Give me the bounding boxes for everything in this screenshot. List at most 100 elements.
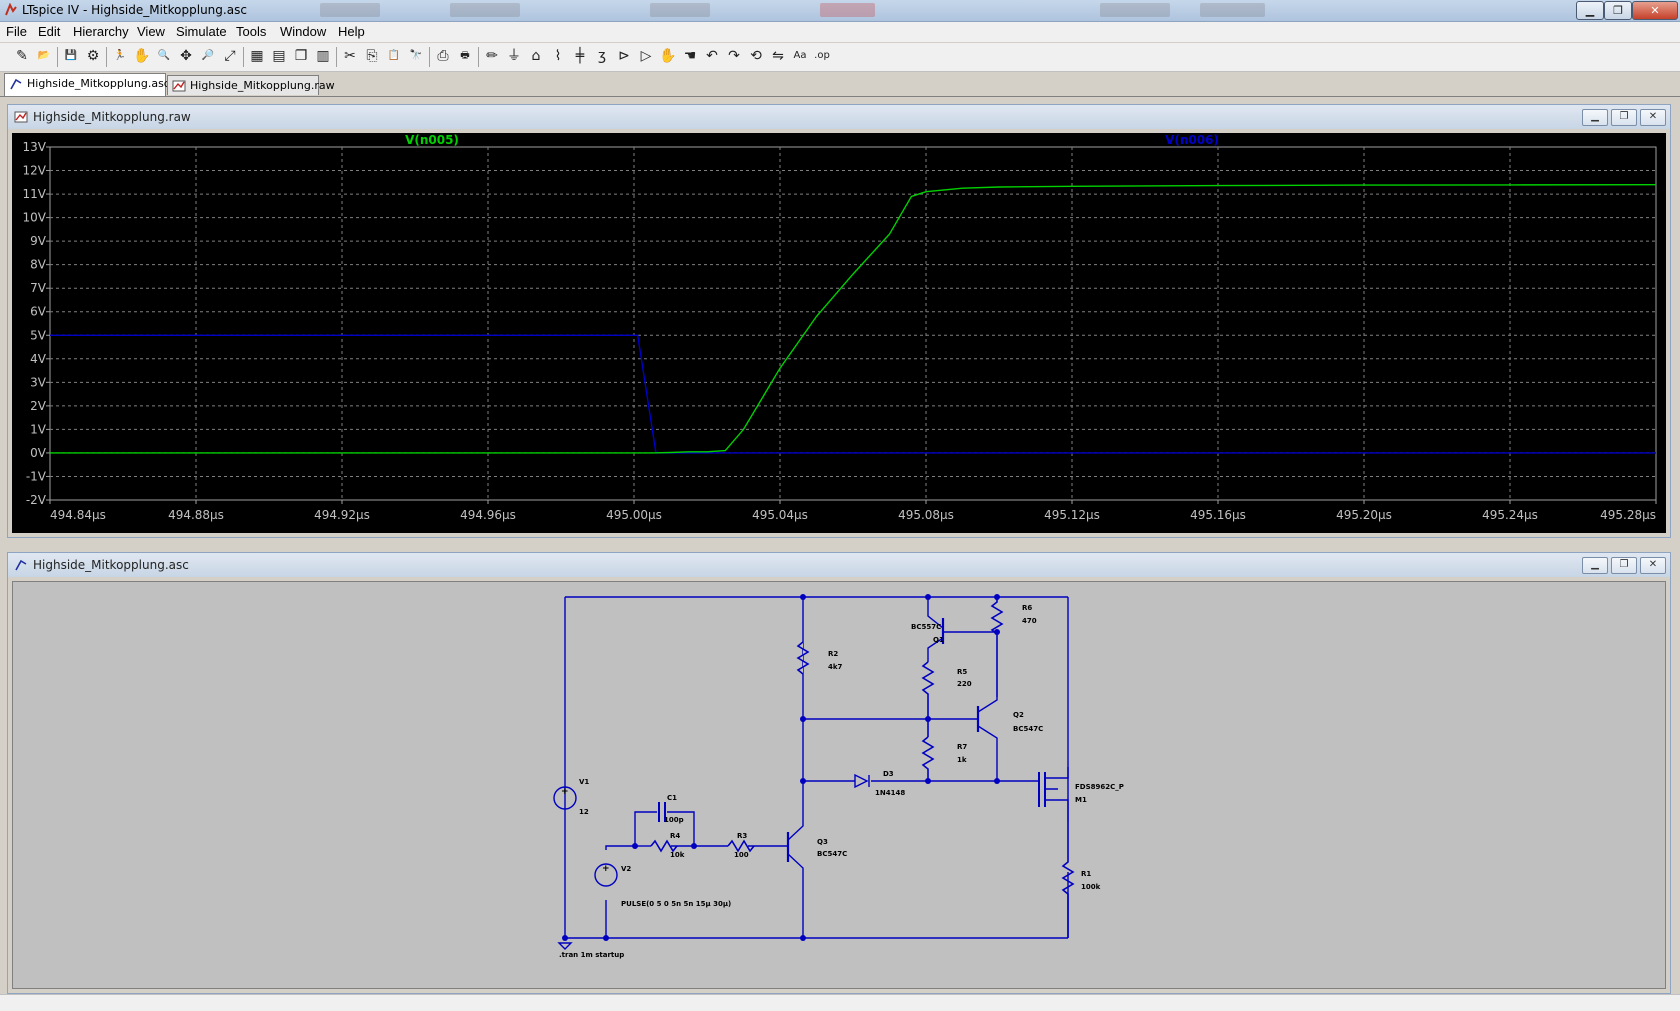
r6-resistor[interactable]: [990, 597, 1004, 697]
r1-resistor[interactable]: [1061, 822, 1075, 938]
resistor-icon[interactable]: ⌇: [554, 48, 562, 64]
tab-schematic[interactable]: Highside_Mitkopplung.asc: [4, 73, 170, 96]
new-schematic-icon[interactable]: ✎: [16, 48, 28, 64]
wire[interactable]: [927, 637, 944, 662]
trace-label-vn005[interactable]: V(n005): [405, 133, 459, 147]
ground-icon[interactable]: ⏚: [507, 48, 521, 64]
save-icon[interactable]: 💾: [64, 50, 78, 61]
v1-voltage-source[interactable]: [553, 786, 577, 810]
trace-vn006[interactable]: [50, 334, 1656, 454]
undo-icon[interactable]: ↶: [706, 48, 718, 64]
tab-waveform[interactable]: Highside_Mitkopplung.raw: [167, 75, 335, 95]
wire[interactable]: [634, 811, 657, 846]
background-shadow: [1200, 3, 1265, 17]
m1-model: FDS8962C_P: [1075, 783, 1124, 791]
cascade-icon[interactable]: ❐: [294, 48, 308, 64]
cut-icon[interactable]: ✂: [344, 48, 356, 64]
r2-resistor[interactable]: [796, 641, 810, 675]
r4-resistor[interactable]: [650, 839, 678, 853]
minimize-button[interactable]: ▁: [1576, 1, 1604, 20]
inductor-icon[interactable]: ʒ: [597, 48, 607, 64]
wire[interactable]: [605, 845, 635, 850]
redo-icon[interactable]: ↷: [728, 48, 740, 64]
wire[interactable]: [787, 853, 804, 938]
wire[interactable]: [977, 725, 998, 781]
open-icon[interactable]: 📂: [37, 50, 51, 61]
waveform-maximize-button[interactable]: ❐: [1611, 109, 1637, 126]
v1-plus-sign: +: [561, 787, 569, 797]
q1-label: Q1: [933, 636, 944, 644]
drag-icon[interactable]: ☚: [683, 48, 697, 64]
tran-directive[interactable]: .tran 1m startup: [559, 951, 624, 959]
wire[interactable]: [977, 697, 998, 713]
schematic-window-title: Highside_Mitkopplung.asc: [33, 558, 189, 572]
menu-window[interactable]: Window: [280, 24, 327, 39]
r5-resistor[interactable]: [921, 661, 935, 737]
print-icon[interactable]: 🖶: [460, 50, 470, 61]
rotate-icon[interactable]: ⟲: [750, 48, 762, 64]
maximize-button[interactable]: ❐: [1604, 1, 1632, 20]
trace-label-vn006[interactable]: V(n006): [1165, 133, 1219, 147]
find-icon[interactable]: 🔭: [409, 50, 423, 61]
mirror-icon[interactable]: ⇋: [772, 48, 784, 64]
label-net-icon[interactable]: ⌂: [531, 48, 541, 64]
zoom-in-icon[interactable]: 🔍: [157, 50, 171, 61]
halt-icon[interactable]: ✋: [133, 48, 151, 64]
zoom-fit-icon[interactable]: ⤢: [224, 48, 236, 64]
y-tick-label: 9V: [30, 234, 47, 248]
x-tick-label: 495.08µs: [898, 508, 954, 522]
r7-resistor[interactable]: [921, 736, 935, 781]
waveform-close-button[interactable]: ✕: [1640, 109, 1666, 126]
print-setup-icon[interactable]: ⎙: [437, 48, 449, 64]
menu-file[interactable]: File: [6, 24, 27, 39]
schematic-maximize-button[interactable]: ❐: [1611, 557, 1637, 574]
menu-view[interactable]: View: [137, 24, 165, 39]
wire-icon[interactable]: ✏: [486, 48, 498, 64]
toolbar: ✎ 📂 💾 ⚙ 🏃 ✋ 🔍 ✥ 🔎 ⤢ ▦ ▤ ❐ ▥ ✂ ⎘ 📋 🔭 ⎙ 🖶 ✏ ⏚ ⌂ ⌇ ╪ ʒ ⊳ ▷ ✋ ☚ ↶ ↷ ⟲ ⇋ Aa .op: [0, 43, 1680, 72]
v2-voltage-source[interactable]: [594, 863, 618, 887]
schematic-canvas[interactable]: + + V1 12 V2 PULSE(0 5 0 5n 5n 15µ 30µ) …: [12, 581, 1666, 989]
menu-simulate[interactable]: Simulate: [176, 24, 227, 39]
wire[interactable]: [564, 597, 1068, 939]
close-button[interactable]: ✕: [1632, 1, 1678, 20]
copy-icon[interactable]: ⎘: [366, 48, 378, 64]
schematic-close-button[interactable]: ✕: [1640, 557, 1666, 574]
trace-vn005[interactable]: [50, 184, 1657, 454]
pan-icon[interactable]: ✥: [180, 48, 192, 64]
v2-label: V2: [621, 865, 631, 873]
wire[interactable]: [927, 597, 944, 629]
r7-label: R7: [957, 743, 967, 751]
tile-horizontal-icon[interactable]: ▤: [272, 48, 286, 64]
r3-resistor[interactable]: [727, 839, 755, 853]
node-dot: [925, 594, 931, 600]
wire[interactable]: [667, 811, 695, 846]
x-tick-label: 494.84µs: [50, 508, 106, 522]
zoom-out-icon[interactable]: 🔎: [201, 50, 215, 61]
diode-icon[interactable]: ⊳: [618, 48, 630, 64]
run-icon[interactable]: 🏃: [113, 50, 127, 61]
paste-icon[interactable]: 📋: [387, 50, 401, 61]
menu-help[interactable]: Help: [338, 24, 365, 39]
capacitor-icon[interactable]: ╪: [575, 48, 585, 64]
schematic-minimize-button[interactable]: ▁: [1582, 557, 1608, 574]
menu-hierarchy[interactable]: Hierarchy: [73, 24, 129, 39]
control-panel-icon[interactable]: ⚙: [86, 48, 100, 64]
tab-label: Highside_Mitkopplung.raw: [190, 79, 335, 92]
autorange-icon[interactable]: ▦: [250, 48, 264, 64]
d3-diode[interactable]: [854, 773, 870, 789]
menu-tools[interactable]: Tools: [236, 24, 267, 39]
y-tick-label: 13V: [23, 140, 47, 154]
background-shadow: [1100, 3, 1170, 17]
tab-label: Highside_Mitkopplung.asc: [27, 77, 170, 90]
m1-terminals: [1045, 767, 1069, 822]
c1-capacitor[interactable]: [658, 802, 666, 822]
tile-vertical-icon[interactable]: ▥: [316, 48, 330, 64]
menu-edit[interactable]: Edit: [38, 24, 61, 39]
waveform-minimize-button[interactable]: ▁: [1582, 109, 1608, 126]
x-tick-label: 495.28µs: [1600, 508, 1656, 522]
text-icon[interactable]: Aa: [793, 50, 807, 61]
move-icon[interactable]: ✋: [659, 48, 677, 64]
spice-directive-icon[interactable]: .op: [814, 50, 830, 61]
component-icon[interactable]: ▷: [640, 48, 652, 64]
